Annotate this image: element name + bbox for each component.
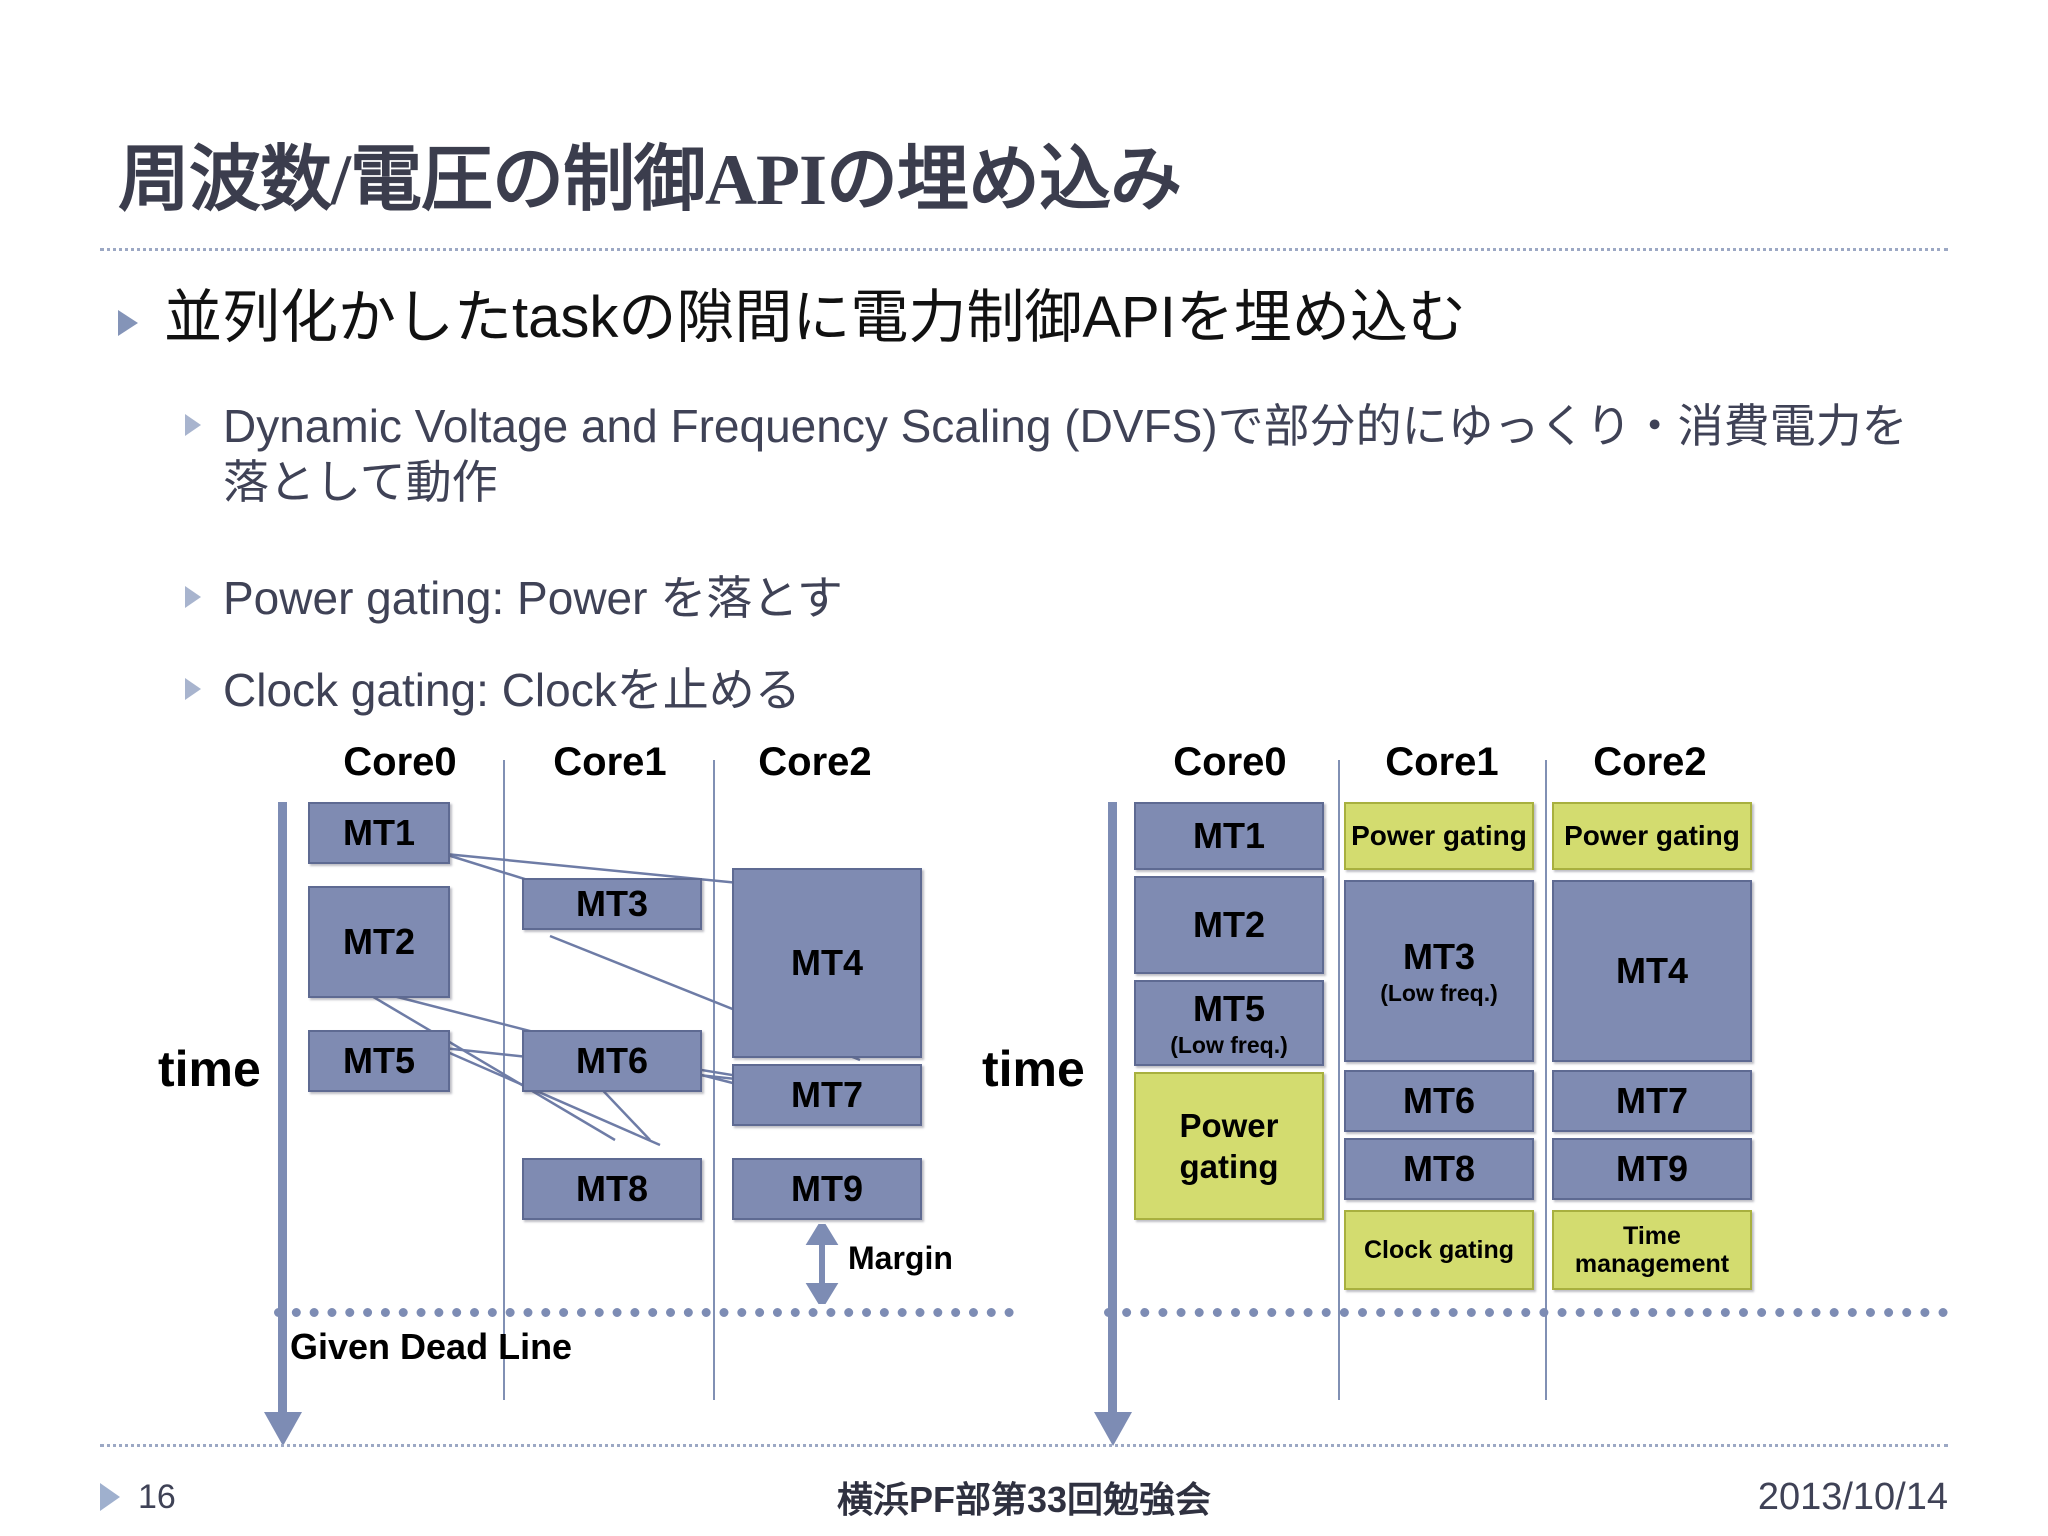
task-sublabel: (Low freq.) bbox=[1380, 979, 1498, 1006]
diagram-before-power-control: Core0 Core1 Core2 time MT1 MT2 MT5 MT3 bbox=[158, 740, 1060, 1446]
footer-triangle-icon bbox=[100, 1483, 120, 1511]
bullet-level2-text: Clock gating: Clockを止める bbox=[223, 664, 801, 716]
task-label: MT2 bbox=[343, 921, 415, 962]
clock-gating-label: Clock gating bbox=[1363, 1236, 1514, 1264]
task-label: MT4 bbox=[791, 942, 863, 983]
core-header-core2: Core2 bbox=[1593, 740, 1707, 784]
task-label: MT5 bbox=[343, 1040, 415, 1081]
power-gating-label: Power gating bbox=[1351, 819, 1527, 851]
deadline-label: Given Dead Line bbox=[290, 1326, 573, 1367]
bullet-triangle-icon bbox=[185, 414, 201, 436]
time-management-box: Time management bbox=[1552, 1210, 1752, 1290]
footer-divider bbox=[100, 1444, 1948, 1447]
task-box: MT4 bbox=[732, 868, 922, 1058]
page-title: 周波数/電圧の制御APIの埋め込み bbox=[118, 140, 1182, 220]
core-separator bbox=[1338, 760, 1340, 1400]
clock-gating-box: Clock gating bbox=[1344, 1210, 1534, 1290]
time-axis-arrow-icon bbox=[264, 1412, 302, 1446]
footer-center-text: 横浜PF部第33回勉強会 bbox=[836, 1479, 1212, 1520]
time-axis bbox=[278, 802, 287, 1414]
task-label: MT4 bbox=[1616, 950, 1688, 991]
task-box: MT1 bbox=[1134, 802, 1324, 870]
task-box: MT2 bbox=[1134, 876, 1324, 974]
title-divider bbox=[100, 248, 1948, 251]
task-label: MT7 bbox=[1616, 1080, 1688, 1121]
time-management-label: Time management bbox=[1574, 1222, 1730, 1278]
footer-date: 2013/10/14 bbox=[1757, 1475, 1948, 1518]
margin-label: Margin bbox=[848, 1240, 953, 1276]
task-box: MT3 bbox=[522, 878, 702, 930]
bullet-level1-text: 並列化かしたtaskの隙間に電力制御APIを埋め込む bbox=[164, 285, 1466, 350]
core-separator bbox=[1545, 760, 1547, 1400]
task-label: MT6 bbox=[576, 1040, 648, 1081]
bullet-level2-power-gating: Power gating: Power を落とす bbox=[185, 570, 843, 626]
task-label: MT2 bbox=[1193, 904, 1265, 945]
task-box: MT7 bbox=[1552, 1070, 1752, 1132]
task-label: MT8 bbox=[1403, 1148, 1475, 1189]
task-label: MT6 bbox=[1403, 1080, 1475, 1121]
task-box: MT9 bbox=[1552, 1138, 1752, 1200]
bullet-triangle-icon bbox=[185, 586, 201, 608]
page-number: 16 bbox=[138, 1477, 176, 1516]
bullet-level1: 並列化かしたtaskの隙間に電力制御APIを埋め込む bbox=[118, 285, 1466, 350]
task-label: MT9 bbox=[1616, 1148, 1688, 1189]
task-label: MT5 bbox=[1193, 987, 1265, 1029]
footer: 16 横浜PF部第33回勉強会 2013/10/14 bbox=[100, 1462, 1948, 1532]
task-label: MT1 bbox=[1193, 815, 1265, 856]
margin-arrow-icon bbox=[805, 1224, 839, 1304]
bullet-triangle-icon bbox=[185, 678, 201, 700]
bullet-triangle-icon bbox=[118, 310, 138, 336]
task-box: MT3 (Low freq.) bbox=[1344, 880, 1534, 1062]
core-header-core0: Core0 bbox=[1173, 740, 1287, 784]
bullet-level2-dvfs: Dynamic Voltage and Frequency Scaling (D… bbox=[185, 398, 1923, 510]
task-label: MT1 bbox=[343, 812, 415, 853]
task-sublabel: (Low freq.) bbox=[1170, 1031, 1288, 1058]
time-axis bbox=[1108, 802, 1117, 1414]
task-label: MT3 bbox=[576, 883, 648, 924]
task-box: MT6 bbox=[522, 1030, 702, 1092]
task-box: MT6 bbox=[1344, 1070, 1534, 1132]
bullet-level2-text: Power gating: Power を落とす bbox=[223, 572, 843, 624]
time-axis-arrow-icon bbox=[1094, 1412, 1132, 1446]
bullet-level2-clock-gating: Clock gating: Clockを止める bbox=[185, 662, 801, 718]
task-label: MT9 bbox=[791, 1168, 863, 1209]
task-box: MT2 bbox=[308, 886, 450, 998]
core-separator bbox=[503, 760, 505, 1400]
time-axis-label: time bbox=[158, 1041, 261, 1097]
task-box: MT5 bbox=[308, 1030, 450, 1092]
task-box: MT7 bbox=[732, 1064, 922, 1126]
task-box: MT5 (Low freq.) bbox=[1134, 980, 1324, 1066]
task-label: MT7 bbox=[791, 1074, 863, 1115]
power-gating-label: Power gating bbox=[1179, 1106, 1279, 1185]
bullet-level2-text: Dynamic Voltage and Frequency Scaling (D… bbox=[223, 400, 1908, 509]
core-separator bbox=[713, 760, 715, 1400]
task-label: MT3 bbox=[1403, 935, 1475, 977]
core-header-core1: Core1 bbox=[553, 740, 667, 784]
power-gating-label: Power gating bbox=[1564, 819, 1740, 851]
time-axis-label: time bbox=[982, 1041, 1085, 1097]
power-gating-box: Power gating bbox=[1134, 1072, 1324, 1220]
task-label: MT8 bbox=[576, 1168, 648, 1209]
task-box: MT4 bbox=[1552, 880, 1752, 1062]
task-box: MT9 bbox=[732, 1158, 922, 1220]
core-header-core1: Core1 bbox=[1385, 740, 1499, 784]
task-box: MT8 bbox=[1344, 1138, 1534, 1200]
diagram-after-power-control: Core0 Core1 Core2 time MT1 MT2 MT5 (Low … bbox=[982, 740, 1970, 1446]
power-gating-box: Power gating bbox=[1552, 802, 1752, 870]
power-gating-box: Power gating bbox=[1344, 802, 1534, 870]
core-header-core2: Core2 bbox=[758, 740, 872, 784]
deadline-line bbox=[274, 1308, 1014, 1317]
task-box: MT1 bbox=[308, 802, 450, 864]
deadline-line bbox=[1104, 1308, 1948, 1317]
core-header-core0: Core0 bbox=[343, 740, 457, 784]
task-box: MT8 bbox=[522, 1158, 702, 1220]
